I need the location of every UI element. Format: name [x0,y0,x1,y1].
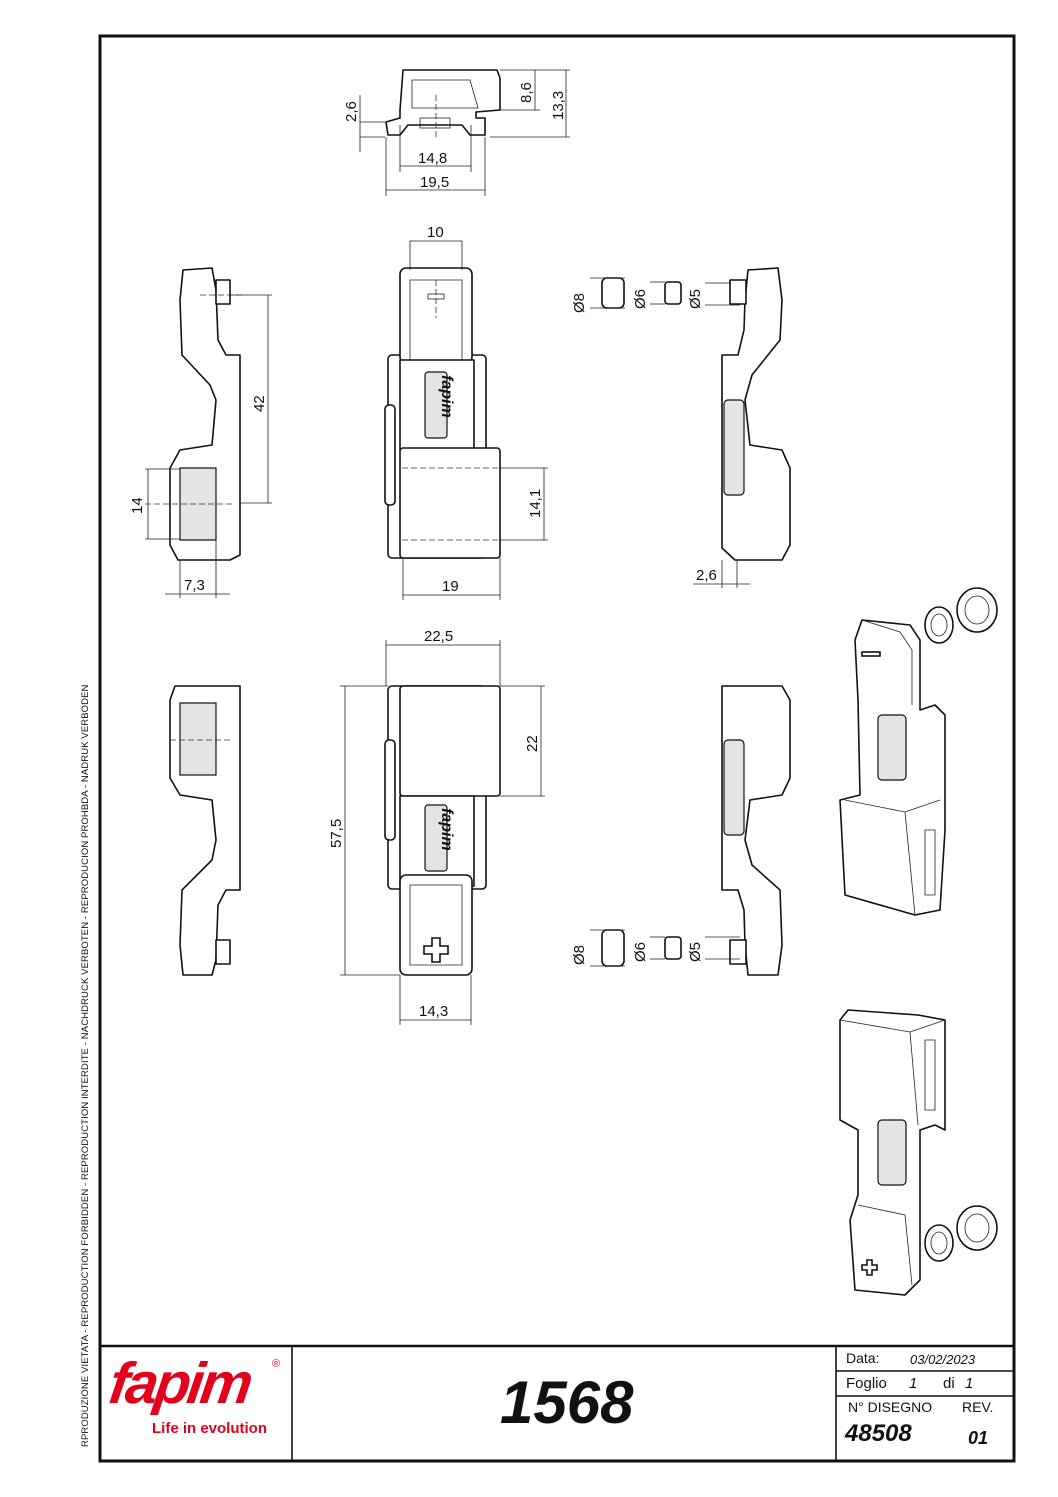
of-label: di [943,1375,955,1392]
dim-d5: Ø5 [687,289,704,309]
dim-outer-width: 19,5 [420,174,449,191]
dim-cap-width: 10 [427,224,444,241]
dim-d6: Ø6 [632,289,649,309]
sheet-total: 1 [965,1375,974,1392]
dim-d6-lower: Ø6 [632,942,649,962]
dim-window-height-lower: 22 [524,735,541,752]
dim-width: 22,5 [424,628,453,645]
dim-hole-distance: 42 [251,395,268,412]
date-label: Data: [846,1350,880,1366]
dim-offset: 2,6 [696,567,717,584]
article-number: 1568 [500,1369,634,1436]
dim-depth: 7,3 [184,577,205,594]
isometric-view-top [839,587,998,916]
lower-parts: Ø8 Ø6 Ø5 [571,929,740,967]
isometric-view-bottom [839,1009,998,1296]
dim-window: 14 [129,497,146,514]
upper-front-view: 10 19 14,1 [384,224,548,600]
lower-front-view: 22,5 22 57,5 14,3 [328,628,545,1025]
sheet-label: Foglio [846,1375,887,1392]
dim-cap-width-lower: 14,3 [419,1003,448,1020]
revision-label: REV. [962,1399,994,1415]
dim-d8: Ø8 [571,293,588,313]
dim-window-height: 14,1 [527,489,544,518]
lower-side-view-right [721,685,791,976]
upper-side-view-right: 2,6 [693,267,791,588]
part-logo-upper: fapim [438,375,455,418]
drawing-frame [98,34,1016,1463]
drawing-number: 48508 [845,1420,912,1447]
registered-mark: ® [272,1358,281,1370]
dim-flange: 2,6 [343,101,360,122]
brand-tagline: Life in evolution [152,1420,267,1437]
dim-total-height: 13,3 [550,91,567,120]
sheet-number: 1 [909,1375,918,1392]
dim-d5-lower: Ø5 [687,942,704,962]
dim-inner-width: 14,8 [418,150,447,167]
lower-side-view-left [169,685,241,976]
drawing-number-label: N° DISEGNO [848,1399,933,1415]
date-value: 03/02/2023 [910,1352,976,1367]
dim-cap-height: 8,6 [518,82,535,103]
part-logo-lower: fapim [438,808,455,851]
top-view: 2,6 8,6 13,3 14,8 19,5 [343,69,570,196]
upper-side-view-left: 42 14 7,3 [129,267,272,598]
upper-parts: Ø8 Ø6 Ø5 [571,277,740,313]
brand-logo: fapim [105,1351,255,1416]
dim-length: 57,5 [328,819,345,848]
dim-d8-lower: Ø8 [571,945,588,965]
reproduction-notice: RPRODUZIONE VIETATA - REPRODUCTION FORBI… [80,684,91,1448]
dim-body-width: 19 [442,578,459,595]
revision-number: 01 [968,1428,989,1448]
